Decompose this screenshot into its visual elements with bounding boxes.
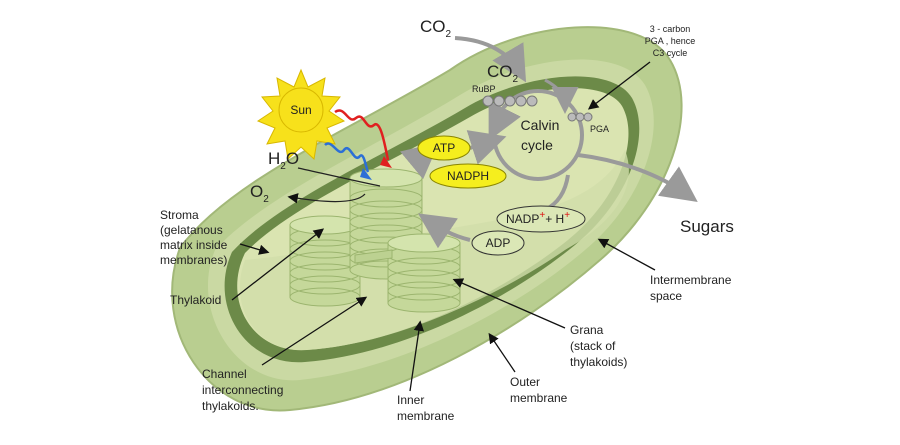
carbon-note-3: C3 cycle	[653, 48, 688, 58]
rubp-label: RuBP	[472, 84, 496, 94]
co2-entry-arrow	[454, 36, 527, 83]
nadph-oval	[429, 163, 507, 189]
stroma-label-4: membranes)	[160, 253, 227, 267]
o2-sub: 2	[263, 194, 269, 205]
nadp-label: NADP++ H+	[506, 210, 570, 226]
grana-label-2: (stack of	[570, 339, 616, 353]
adp-label: ADP	[486, 236, 511, 250]
h2o-line	[297, 167, 381, 187]
o2-line	[287, 193, 366, 204]
o2-label: O2	[250, 182, 269, 205]
grana-pointer	[452, 278, 566, 329]
intermembrane-pointer	[597, 238, 656, 271]
co2-outer-sub: 2	[446, 29, 452, 40]
atp-arrow	[466, 130, 507, 165]
stroma-label-2: (gelatanous	[160, 223, 223, 237]
sun-icon	[256, 68, 346, 160]
carbon-note-2: PGA , hence	[645, 36, 696, 46]
co2-inner-label: CO2	[487, 62, 519, 85]
nadph-label: NADPH	[447, 169, 489, 183]
blue-light-wave-icon	[324, 142, 370, 173]
carbon-note-pointer	[587, 61, 651, 110]
channel-label-3: thylakoids.	[202, 399, 259, 413]
outer-membrane-label-2: membrane	[510, 391, 568, 405]
nadp-h: + H	[545, 212, 564, 226]
channel-label-1: Channel	[202, 367, 247, 381]
outer-membrane-label-1: Outer	[510, 375, 540, 389]
pga-beads	[567, 112, 593, 122]
h2o-o: O	[286, 149, 299, 168]
co2-to-rubp-arrow	[544, 78, 579, 114]
co2-outer-label: CO2	[420, 17, 452, 40]
nadp-plus: +	[539, 210, 545, 221]
sugars-arrow	[577, 153, 698, 202]
nadp-main: NADP	[506, 212, 539, 226]
thylakoid-pointer	[231, 228, 325, 301]
atp-label: ATP	[433, 141, 455, 155]
adp-return-arrow	[418, 213, 471, 249]
co2-inner-sub: 2	[513, 74, 519, 85]
co2-outer-co: CO	[420, 17, 446, 36]
h2o-label: H2O	[268, 149, 299, 172]
carbon-note-1: 3 - carbon	[650, 24, 691, 34]
thylakoid-stack-right	[387, 233, 461, 313]
sun-label: Sun	[290, 103, 311, 117]
blue-wave-arrowhead	[360, 168, 372, 180]
intermembrane-label-2: space	[650, 289, 682, 303]
calvin-label-2: cycle	[521, 137, 553, 153]
stroma-pointer	[239, 243, 270, 255]
nadp-oval	[496, 205, 586, 233]
inner-membrane-label-1: Inner	[397, 393, 424, 407]
inner-membrane-pointer	[409, 320, 425, 392]
outer-membrane-pointer	[488, 332, 516, 373]
grana-label-1: Grana	[570, 323, 604, 337]
red-light-wave-icon	[334, 109, 390, 161]
co2-inner-co: CO	[487, 62, 513, 81]
intermembrane-label-1: Intermembrane	[650, 273, 732, 287]
atp-oval	[417, 135, 471, 161]
stroma-label-1: Stroma	[160, 208, 199, 222]
o2-o: O	[250, 182, 263, 201]
channel-pointer	[261, 296, 368, 366]
adp-oval	[471, 230, 525, 256]
thylakoid-label: Thylakoid	[170, 293, 221, 307]
h2o-h: H	[268, 149, 280, 168]
channel-tube	[354, 249, 393, 264]
grana-label-3: thylakoids)	[570, 355, 627, 369]
pga-label: PGA	[590, 124, 609, 134]
red-wave-arrowhead	[380, 156, 392, 168]
inner-membrane-label-2: membrane	[397, 409, 455, 423]
stroma-label-3: matrix inside	[160, 238, 228, 252]
rubp-beads	[482, 95, 538, 107]
nadp-h-plus: +	[564, 210, 570, 221]
channel-label-2: interconnecting	[202, 383, 283, 397]
h2o-sub: 2	[280, 161, 286, 172]
thylakoid-stack-left	[289, 215, 361, 307]
sugars-label: Sugars	[680, 217, 734, 236]
calvin-label-1: Calvin	[521, 117, 560, 133]
